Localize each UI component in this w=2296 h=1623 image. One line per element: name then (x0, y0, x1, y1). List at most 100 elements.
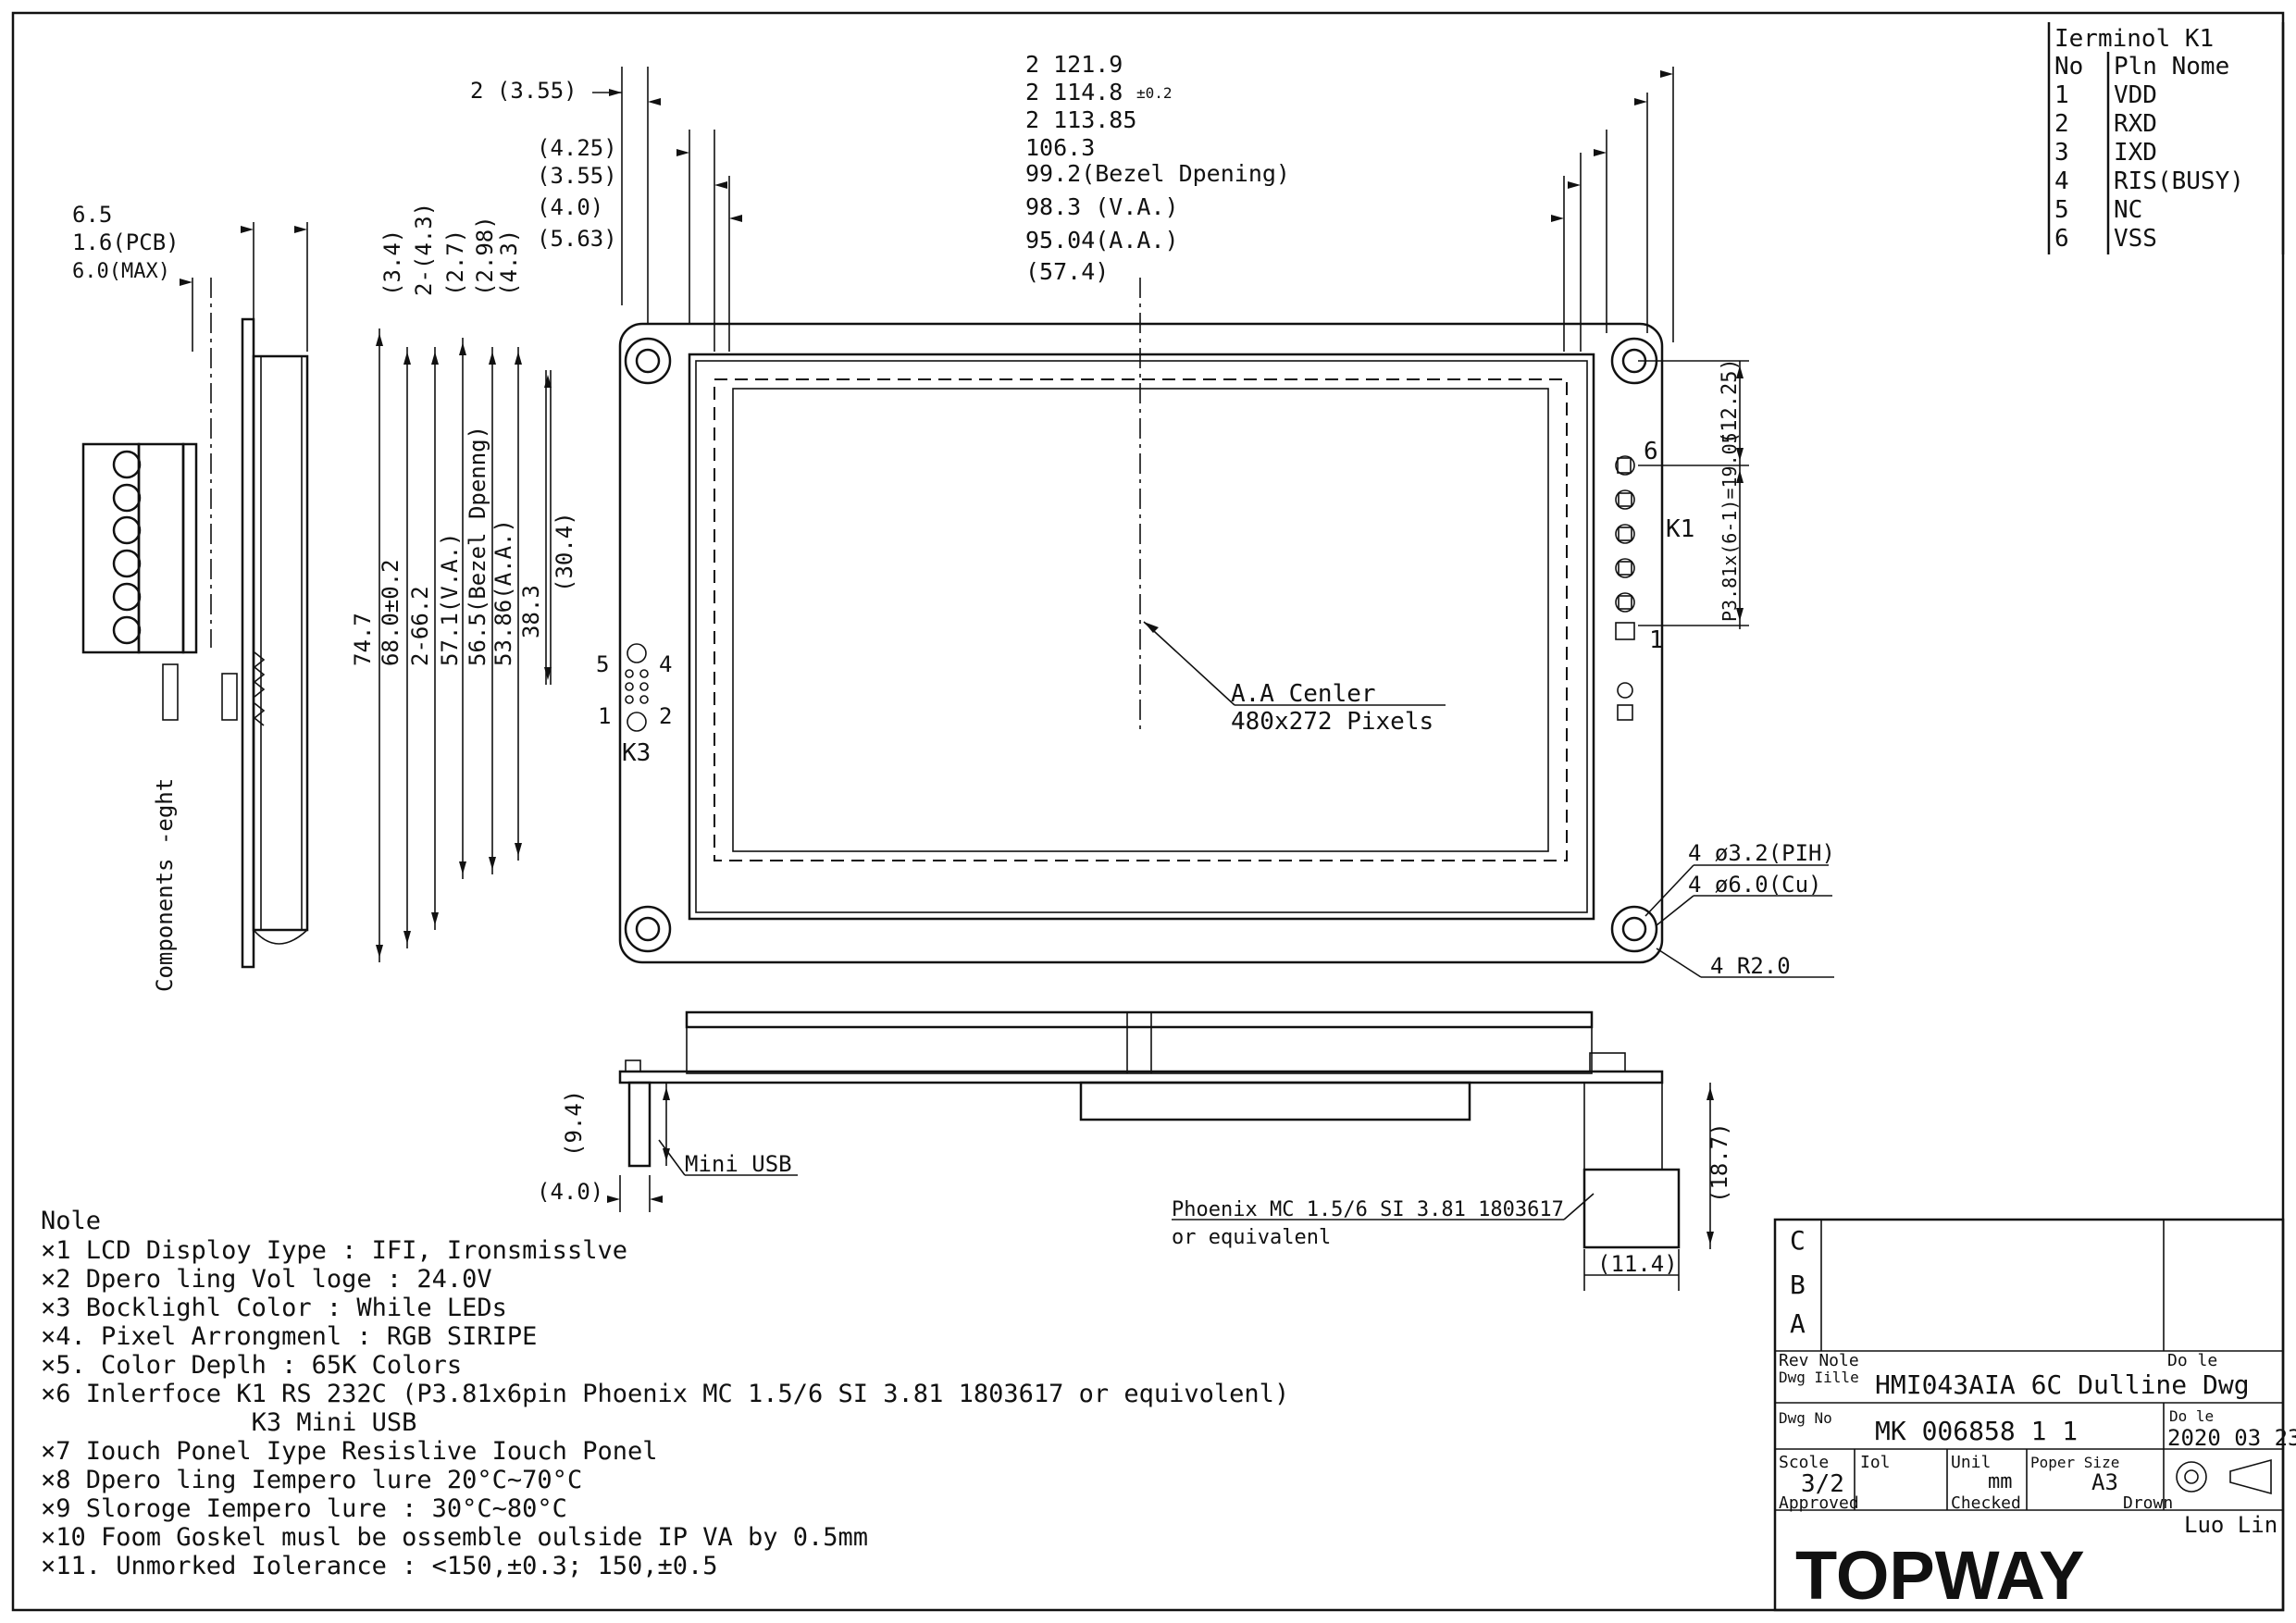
note-line: ×4. Pixel Arrongmenl : RGB SIRIPE (41, 1322, 537, 1351)
dwg-title: HMI043AIA 6C Dulline Dwg (1875, 1369, 2250, 1400)
dim-label: 2 (3.55) (470, 78, 577, 104)
mounting-hole (624, 905, 672, 953)
k1-pin1-label: 1 (1649, 626, 1664, 654)
terminal-row-no: 2 (2054, 110, 2069, 138)
vdim-label: (2.98) (472, 216, 498, 296)
terminal-row-name: VDD (2114, 81, 2157, 109)
terminal-title: Ierminol K1 (2054, 25, 2214, 53)
dwg-title-label: Dwg Iille (1779, 1369, 1859, 1386)
note-line: ×11. Unmorked Iolerance : <150,±0.3; 150… (41, 1552, 718, 1580)
note-line: ×10 Foom Goskel musl be ossemble oulside… (41, 1523, 868, 1552)
dim-tolerance: ±0.2 (1136, 84, 1173, 102)
tol-label: Iol (1860, 1453, 1891, 1472)
k3-pin4-label: 4 (659, 651, 672, 677)
equivalent-label: or equivalenl (1172, 1226, 1331, 1249)
projection-cone-icon (2229, 1458, 2272, 1495)
dim-label: (57.4) (1025, 258, 1109, 285)
dim-overall-width: 2 121.9 (1025, 51, 1123, 78)
vdim-label: 2-66.2 (407, 586, 433, 666)
components-height-label: Components -eght (152, 778, 178, 992)
viewing-area (714, 378, 1568, 861)
dim-viewing-area: 98.3 (V.A.) (1025, 193, 1179, 220)
brand-logo: TOPWAY (1795, 1537, 2085, 1614)
unit-value: mm (1988, 1470, 2013, 1493)
mini-usb-label: Mini USB (685, 1151, 792, 1177)
dim-connector-depth: (11.4) (1597, 1251, 1678, 1277)
vdim-overall-height: 74.7 (350, 613, 376, 666)
vdim-label: (3.4) (379, 229, 405, 296)
mounting-hole (1610, 905, 1658, 953)
dim-connector-height: (18.7) (1706, 1122, 1732, 1203)
date-header: Do le (2167, 1351, 2217, 1370)
checked-label: Checked (1951, 1493, 2021, 1513)
k3-pin1-label: 1 (598, 703, 611, 729)
note-line: ×3 Bocklighl Color : While LEDs (41, 1294, 507, 1322)
terminal-row-no: 1 (2054, 81, 2069, 109)
vdim-label: 38.3 (518, 585, 544, 638)
note-line: ×6 Inlerfoce K1 RS 232C (P3.81x6pin Phoe… (41, 1380, 1289, 1408)
k1-pitch-label: P3.81x(6-1)=19.05 (1719, 432, 1741, 622)
side-dim-label: 6.5 (72, 202, 112, 228)
k3-label: K3 (622, 739, 651, 767)
drawn-by: Luo Lin (2184, 1512, 2277, 1538)
approved-label: Approved (1779, 1493, 1859, 1513)
scale-label: Scole (1779, 1453, 1829, 1472)
cu-hole-callout: 4 ø6.0(Cu) (1688, 872, 1822, 898)
projection-circle-icon (2176, 1461, 2207, 1493)
terminal-row-no: 4 (2054, 167, 2069, 195)
terminal-row-name: NC (2114, 196, 2142, 224)
dim-bezel-opening: 99.2(Bezel Dpening) (1025, 160, 1290, 187)
pixels-label: 480x272 Pixels (1231, 708, 1433, 736)
note-line: ×7 Iouch Ponel Iype Resislive Iouch Pone… (41, 1437, 657, 1466)
dim-label: 106.3 (1025, 134, 1095, 161)
scale-value: 3/2 (1801, 1470, 1844, 1498)
side-dim-label: 6.0(MAX) (72, 260, 170, 283)
mounting-hole (624, 337, 672, 385)
terminal-row-name: IXD (2114, 139, 2157, 167)
pth-hole-callout: 4 ø3.2(PIH) (1688, 840, 1835, 866)
phoenix-connector-label: Phoenix MC 1.5/6 SI 3.81 1803617 (1172, 1198, 1564, 1221)
k1-connector (1615, 455, 1635, 721)
dwg-no-label: Dwg No (1779, 1409, 1832, 1427)
terminal-row-name: RXD (2114, 110, 2157, 138)
dim-label: (5.63) (537, 226, 617, 252)
vdim-viewing-area: 57.1(V.A.) (437, 533, 463, 667)
drawn-label: Drown (2123, 1493, 2173, 1513)
rev-b: B (1790, 1270, 1806, 1300)
rev-note-header: Rev Nole (1779, 1351, 1859, 1370)
terminal-row-no: 5 (2054, 196, 2069, 224)
vdim-label: (4.3) (496, 229, 522, 296)
vertical-dimensions: (3.4) 2-(4.3) (2.7) (2.98) (4.3) 74.7 68… (350, 203, 577, 962)
dim-label: (3.55) (537, 163, 617, 189)
rev-c: C (1790, 1225, 1806, 1256)
terminal-table: Ierminol K1 No Pln Nome 1 VDD 2 RXD 3 IX… (2047, 22, 2285, 254)
vdim-label: (30.4) (552, 512, 577, 592)
front-view: 6 1 K1 P3.81x(6-1)=19.05 (12.25) 5 4 1 2… (596, 322, 1835, 979)
dim-active-area: 95.04(A.A.) (1025, 227, 1179, 254)
bottom-view: (9.4) (4.0) Mini USB (18.7) (11.4) Phoen… (537, 1010, 1732, 1291)
note-line: ×5. Color Deplh : 65K Colors (41, 1351, 462, 1380)
terminal-header-no: No (2054, 53, 2083, 81)
terminal-row-name: VSS (2114, 225, 2157, 253)
aa-center-label: A.A Cenler (1231, 680, 1376, 708)
top-dimension-labels: 2 (3.55) (4.25) (3.55) (4.0) (5.63) 2 12… (470, 51, 1290, 285)
title-block: C B A Rev Nole Do le Dwg Iille HMI043AIA… (1773, 1218, 2296, 1614)
k3-pin2-label: 2 (659, 703, 672, 729)
notes-block: Nole ×1 LCD Disploy Iype : IFI, Ironsmis… (41, 1207, 1289, 1580)
vdim-active-area: 53.86(A.A.) (490, 519, 516, 666)
sheet-border (11, 11, 2285, 1612)
side-dim-label: 1.6(PCB) (72, 229, 180, 255)
side-view: 6.5 1.6(PCB) 6.0(MAX) Components -eght (72, 202, 309, 992)
dim-label: 2 113.85 (1025, 106, 1136, 133)
terminal-header-name: Pln Nome (2114, 53, 2229, 81)
unit-label: Unil (1951, 1453, 1991, 1472)
vdim-hole-pitch: 68.0±0.2 (378, 559, 403, 666)
dim-usb-height: (9.4) (561, 1090, 587, 1157)
bezel (688, 353, 1595, 921)
note-line: ×8 Dpero ling Iempero lure 20°C~70°C (41, 1466, 582, 1494)
terminal-row-no: 3 (2054, 139, 2069, 167)
vdim-bezel-opening: 56.5(Bezel Dpenng) (465, 426, 490, 666)
dim-usb-offset: (4.0) (537, 1179, 603, 1205)
k3-pin5-label: 5 (596, 651, 609, 677)
